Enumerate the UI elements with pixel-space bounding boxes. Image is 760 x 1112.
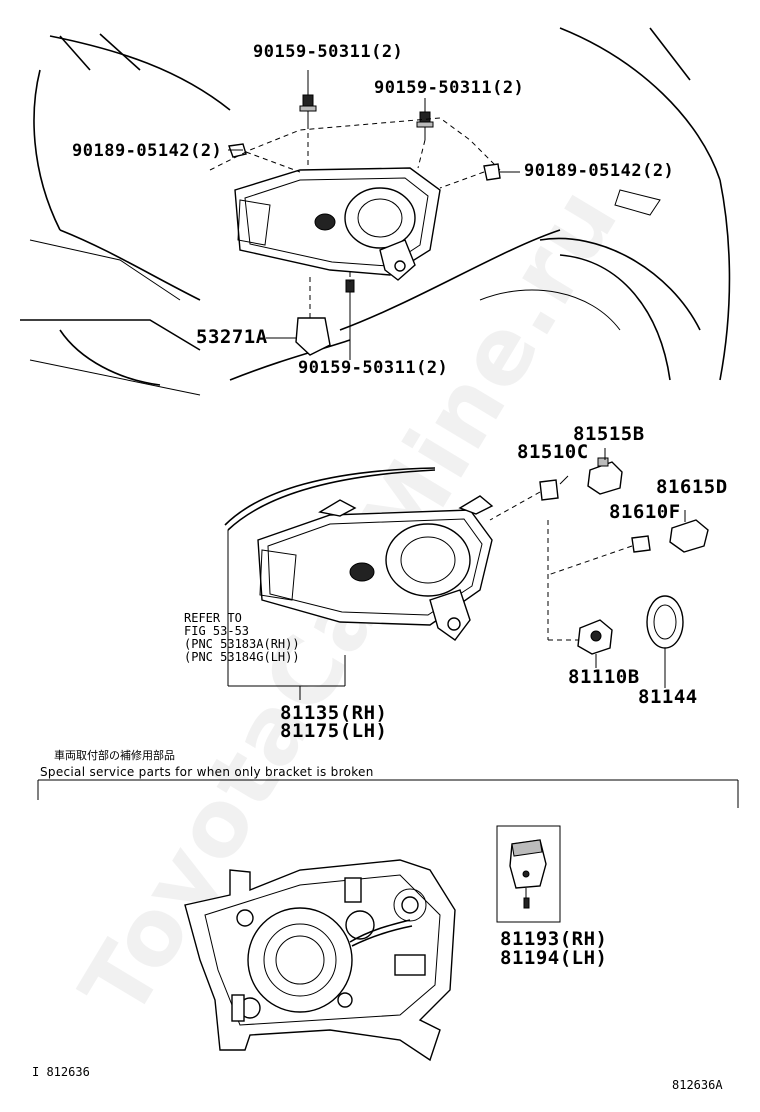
- housing-rear-view: [184, 859, 456, 1062]
- service-note-english: Special service parts for when only brac…: [40, 765, 374, 779]
- vehicle-body-outline: [20, 27, 731, 396]
- label-81515B: 81515B: [573, 423, 645, 445]
- label-81144: 81144: [638, 686, 698, 708]
- figure-code-right: 812636A: [672, 1078, 723, 1092]
- label-81510C: 81510C: [517, 441, 589, 463]
- fasteners-top: [209, 70, 520, 360]
- label-81615D: 81615D: [656, 476, 728, 498]
- label-81610F: 81610F: [609, 501, 681, 523]
- section-divider: [37, 779, 739, 808]
- label-81110B: 81110B: [568, 666, 640, 688]
- label-bracket-rh: 81193(RH): [500, 928, 608, 950]
- service-note-japanese: 車両取付部の補修用部品: [54, 749, 175, 762]
- label-assembly-lh: 81175(LH): [280, 720, 388, 742]
- reference-line-2: FIG 53-53: [184, 624, 250, 638]
- label-clip-right: 90189-05142(2): [524, 161, 675, 181]
- label-bolt-bottom: 90159-50311(2): [298, 358, 449, 378]
- reference-note: REFER TO FIG 53-53 (PNC 53183A(RH)) (PNC…: [184, 612, 300, 664]
- figure-code-left: I 812636: [32, 1065, 90, 1079]
- bulbs-and-sockets: [489, 448, 709, 688]
- reference-line-1: REFER TO: [184, 611, 242, 625]
- label-assembly-rh: 81135(RH): [280, 702, 388, 724]
- reference-line-3: (PNC 53183A(RH)): [184, 637, 300, 651]
- label-bracket-lh: 81194(LH): [500, 947, 608, 969]
- label-bolt-top-right: 90159-50311(2): [374, 78, 525, 98]
- headlamp-exploded: [224, 467, 494, 700]
- label-bolt-top-left: 90159-50311(2): [253, 42, 404, 62]
- label-bracket-53271A: 53271A: [196, 326, 268, 348]
- bracket-repair-part: [496, 825, 561, 923]
- reference-line-4: (PNC 53184G(LH)): [184, 650, 300, 664]
- headlamp-installed: [234, 167, 441, 281]
- label-clip-left: 90189-05142(2): [72, 141, 223, 161]
